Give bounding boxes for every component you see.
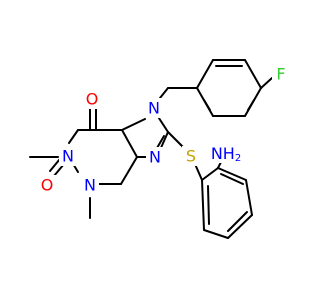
bond [121,129,138,158]
chemical-structure: O O N N N N S NH2 [29,59,290,239]
label-background [81,175,99,195]
label-background [272,64,290,84]
bond [194,163,203,181]
atom-n9: N [146,147,164,167]
bond [68,129,79,144]
label-background [145,98,163,118]
oxygen-label: O [86,90,99,109]
label-background [182,146,200,166]
bonds [29,59,273,239]
label-background [83,89,101,109]
bond [201,179,205,231]
atom-nh2: NH2 [206,143,248,164]
atom-s: S [182,146,200,166]
amine-subscript: 2 [235,153,241,164]
nitrogen-label: N [84,176,96,195]
bond [156,135,165,149]
bond [203,229,229,239]
bond [247,99,255,111]
bond [196,59,214,89]
atom-o1: O [83,89,101,109]
bond [207,185,210,225]
nitrogen-label: N [149,148,161,167]
bond [120,156,138,185]
label-background [206,143,248,163]
atom-n7: N [145,98,163,118]
bond [203,99,211,111]
bond [217,167,247,181]
bond [244,59,262,89]
bond [201,167,219,181]
label-background [38,175,56,195]
label-background [146,147,164,167]
atom-n1: N [59,146,77,166]
bond [121,118,146,131]
nitrogen-label: N [148,99,160,118]
atom-f: F [272,64,290,84]
bond [159,87,169,99]
atom-o2: O [38,175,56,195]
oxygen-label: O [41,176,54,195]
bond [245,179,253,216]
bond [220,173,244,185]
fluorine-label: F [276,65,285,84]
bond [227,211,248,232]
nitrogen-label: N [62,147,74,166]
bond [260,77,273,89]
atom-labels: O O N N N N S NH2 [38,64,290,195]
atom-n3: N [81,175,99,195]
amine-label: NH2 [211,144,241,164]
label-background [59,146,77,166]
bond [227,214,253,239]
amine-main-label: NH [211,144,235,163]
sulfur-label: S [186,147,196,166]
